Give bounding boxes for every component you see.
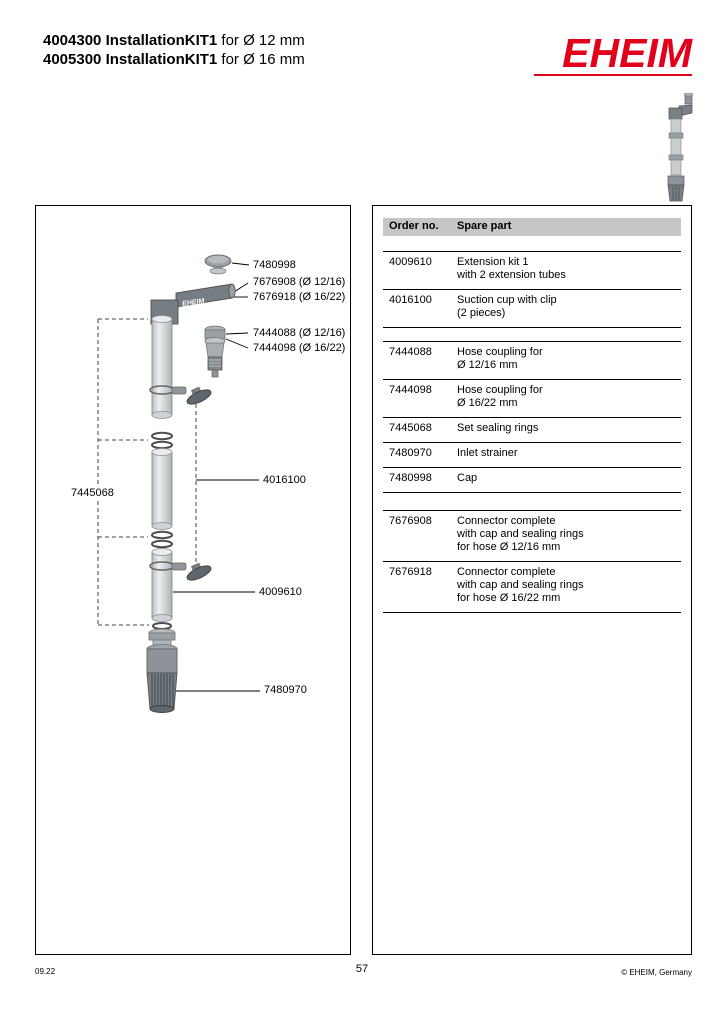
exploded-diagram-svg: EHEIM (97, 254, 260, 713)
footer-date: 09.22 (35, 967, 56, 976)
page-title: 4004300 InstallationKIT1 for Ø 12 mm 400… (43, 31, 305, 69)
order-no-cell: 7480970 (389, 447, 432, 459)
sealing-rings-bracket (97, 318, 149, 626)
suction-cup-1 (149, 385, 212, 405)
product-title-1: 4004300 InstallationKIT1 for Ø 12 mm (43, 31, 305, 50)
spare-part-line: Cap (457, 472, 478, 484)
table-group-2: 7444088 Hose coupling for Ø 12/16 mm 744… (383, 341, 681, 493)
exploded-diagram: EHEIM (35, 205, 351, 955)
label-suction-cup: 4016100 (262, 474, 307, 487)
spare-part-line: Extension kit 1 (457, 256, 529, 268)
table-row: 7445068 Set sealing rings (383, 418, 681, 443)
label-cap: 7480998 (252, 259, 297, 272)
spare-part-line: (2 pieces) (457, 307, 506, 319)
table-row: 7480998 Cap (383, 468, 681, 493)
table-row: 4016100 Suction cup with clip (2 pieces) (383, 290, 681, 328)
label-inlet-strainer: 7480970 (263, 684, 308, 697)
spare-part-line: Connector complete (457, 566, 556, 578)
spare-part-line: with cap and sealing rings (457, 579, 584, 591)
table-row: 7676908 Connector complete with cap and … (383, 511, 681, 562)
connector-brand-text: EHEIM (182, 298, 205, 308)
spare-part-cell: Connector complete with cap and sealing … (455, 566, 681, 605)
spare-part-line: Hose coupling for (457, 384, 543, 396)
spare-part-cell: Inlet strainer (455, 447, 681, 460)
eheim-logo: EHEIM (534, 30, 692, 76)
spare-part-line: with 2 extension tubes (457, 269, 566, 281)
eheim-logo-text: EHEIM (562, 30, 692, 76)
spare-part-cell: Extension kit 1 with 2 extension tubes (455, 256, 681, 282)
label-coupling-small: 7444088 (Ø 12/16) (252, 327, 347, 340)
spare-part-line: for hose Ø 12/16 mm (457, 541, 561, 553)
extension-tube-3 (151, 548, 173, 622)
product-size-2: for Ø 16 mm (221, 51, 305, 68)
header-spare-part: Spare part (457, 220, 512, 232)
order-no-cell: 7676908 (389, 515, 432, 527)
spare-part-line: Suction cup with clip (457, 294, 557, 306)
table-group-3: 7676908 Connector complete with cap and … (383, 510, 681, 613)
extension-tube-2 (151, 448, 173, 530)
spare-part-line: Ø 12/16 mm (457, 359, 518, 371)
spare-part-cell: Suction cup with clip (2 pieces) (455, 294, 681, 320)
suction-cup-2 (149, 561, 212, 581)
footer-page-number: 57 (355, 963, 369, 975)
order-no-cell: 7444088 (389, 346, 432, 358)
label-coupling-large: 7444098 (Ø 16/22) (252, 342, 347, 355)
spare-part-cell: Hose coupling for Ø 16/22 mm (455, 384, 681, 410)
extension-tube-1 (151, 315, 173, 419)
spare-part-line: for hose Ø 16/22 mm (457, 592, 561, 604)
order-no-cell: 7480998 (389, 472, 432, 484)
product-thumbnail (667, 93, 693, 202)
label-sealing-rings: 7445068 (70, 487, 115, 500)
spare-part-line: Ø 16/22 mm (457, 397, 518, 409)
spare-part-cell: Connector complete with cap and sealing … (455, 515, 681, 554)
spare-part-line: Inlet strainer (457, 447, 518, 459)
eheim-logo-underline (534, 74, 692, 76)
table-row: 7480970 Inlet strainer (383, 443, 681, 468)
spare-part-line: Set sealing rings (457, 422, 539, 434)
product-size-1: for Ø 12 mm (221, 32, 305, 49)
spare-part-line: with cap and sealing rings (457, 528, 584, 540)
sealing-ring-single (152, 622, 172, 630)
cap-part (204, 254, 232, 275)
label-connector-large: 7676918 (Ø 16/22) (252, 291, 347, 304)
inlet-strainer-part (146, 628, 178, 713)
hose-coupling-part (204, 325, 226, 378)
table-header: Order no. Spare part (383, 218, 681, 236)
leader-lines (173, 262, 260, 692)
sealing-ring-pair-1 (151, 431, 173, 450)
spare-parts-table: Order no. Spare part 4009610 Extension k… (372, 205, 692, 955)
order-no-cell: 7445068 (389, 422, 432, 434)
order-no-cell: 7444098 (389, 384, 432, 396)
label-extension-kit: 4009610 (258, 586, 303, 599)
spare-part-line: Connector complete (457, 515, 556, 527)
table-row: 7444088 Hose coupling for Ø 12/16 mm (383, 342, 681, 380)
footer-copyright: © EHEIM, Germany (621, 968, 692, 977)
order-no-cell: 4009610 (389, 256, 432, 268)
product-title-2: 4005300 InstallationKIT1 for Ø 16 mm (43, 50, 305, 69)
spare-part-cell: Cap (455, 472, 681, 485)
spare-part-line: Hose coupling for (457, 346, 543, 358)
spare-part-cell: Hose coupling for Ø 12/16 mm (455, 346, 681, 372)
table-group-1: 4009610 Extension kit 1 with 2 extension… (383, 251, 681, 328)
order-no-cell: 7676918 (389, 566, 432, 578)
header-order-no: Order no. (389, 220, 439, 232)
label-connector-small: 7676908 (Ø 12/16) (252, 276, 347, 289)
product-number-1: 4004300 InstallationKIT1 (43, 32, 218, 49)
order-no-cell: 4016100 (389, 294, 432, 306)
product-number-2: 4005300 InstallationKIT1 (43, 51, 218, 68)
table-row: 4009610 Extension kit 1 with 2 extension… (383, 252, 681, 290)
table-row: 7444098 Hose coupling for Ø 16/22 mm (383, 380, 681, 418)
spare-part-cell: Set sealing rings (455, 422, 681, 435)
sealing-ring-pair-2 (151, 530, 173, 549)
table-row: 7676918 Connector complete with cap and … (383, 562, 681, 613)
connector-part: EHEIM (150, 283, 236, 325)
